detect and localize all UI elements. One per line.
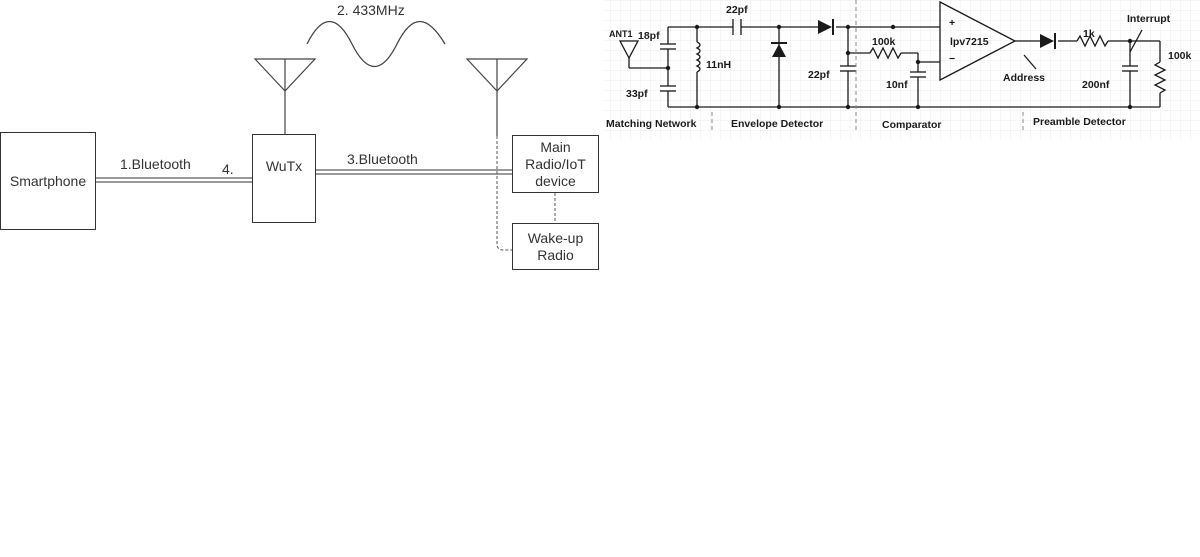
antenna-label: ANT1 — [609, 29, 633, 39]
wakeup-label-2: Radio — [537, 246, 574, 263]
dashed-connection — [496, 136, 556, 251]
section-envelope-detector: Envelope Detector — [731, 118, 823, 130]
opamp-label: lpv7215 — [950, 36, 989, 48]
main-radio-box: Main Radio/IoT device — [512, 135, 599, 193]
antenna-icon — [618, 40, 640, 60]
address-label: Address — [1003, 72, 1045, 84]
address-line — [1023, 54, 1037, 70]
section-comparator: Comparator — [882, 119, 942, 131]
bluetooth-link-3 — [316, 169, 512, 175]
r100k-a-label: 100k — [872, 36, 896, 48]
smartphone-box: Smartphone — [0, 132, 96, 230]
section-matching-network: Matching Network — [606, 118, 697, 130]
wutx-antenna-icon — [253, 58, 317, 134]
section-preamble-detector: Preamble Detector — [1033, 116, 1126, 128]
main-radio-label-2: Radio/IoT — [525, 155, 586, 172]
smartphone-label: Smartphone — [9, 172, 87, 189]
bluetooth-link-1 — [96, 177, 252, 183]
main-radio-label-1: Main — [540, 138, 571, 155]
c33-label: 33pf — [626, 88, 648, 100]
interrupt-line — [1129, 29, 1143, 53]
section-dividers — [711, 0, 1024, 130]
interrupt-label: Interrupt — [1127, 13, 1171, 25]
opamp-symbol — [939, 0, 1017, 82]
r1k-label: 1k — [1083, 28, 1095, 40]
junction-dots — [665, 24, 1133, 110]
wakeup-radio-box: Wake-up Radio — [512, 223, 599, 270]
r100k-b-label: 100k — [1168, 50, 1192, 62]
l11-label: 11nH — [706, 59, 731, 71]
bluetooth-3-label: 3.Bluetooth — [347, 151, 418, 167]
schematic-grid — [603, 0, 1200, 140]
radio-wave-icon — [306, 20, 446, 68]
main-radio-label-3: device — [535, 172, 576, 189]
wutx-box: WuTx — [252, 134, 316, 223]
circuit-wires — [618, 0, 1167, 108]
c22b-label: 22pf — [808, 69, 830, 81]
c18-label: 18pf — [638, 30, 660, 42]
c10n-label: 10nf — [886, 79, 908, 91]
main-radio-antenna-icon — [465, 58, 529, 136]
wakeup-label-1: Wake-up — [527, 229, 584, 246]
wutx-label: WuTx — [265, 158, 303, 174]
c22a-label: 22pf — [726, 4, 748, 16]
c200n-label: 200nf — [1082, 79, 1110, 91]
system-diagram-wires — [96, 20, 556, 251]
plus-sign: + — [949, 17, 955, 29]
circuit-schematic: ANT1 18pf 33pf 11nH 22pf 22pf 100k 10nf … — [603, 0, 1200, 140]
minus-sign: − — [949, 53, 955, 65]
bluetooth-1-label: 1.Bluetooth — [120, 156, 191, 172]
diode-icons — [771, 19, 1056, 57]
433mhz-label: 2. 433MHz — [337, 2, 405, 18]
link-4-label: 4. — [222, 161, 234, 177]
